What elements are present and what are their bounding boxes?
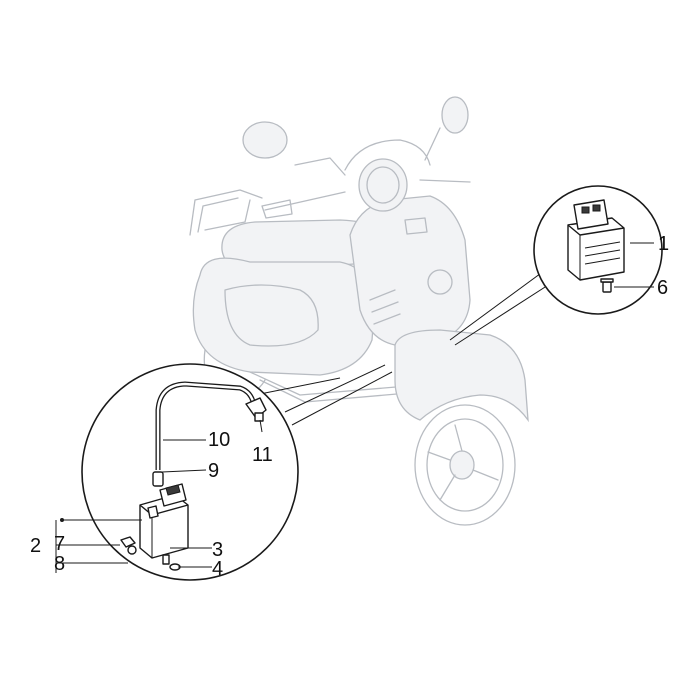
callout-6: 6 [657, 277, 668, 299]
callout-4: 4 [212, 558, 223, 580]
callout-10: 10 [208, 429, 230, 451]
callout-1: 1 [658, 233, 669, 255]
regulator-detail [533, 185, 663, 315]
ht-cable-part [155, 381, 257, 470]
coil-detail-circle [81, 363, 299, 581]
ignition-coil-part [139, 483, 189, 559]
callout-7: 7 [54, 533, 65, 555]
regulator-screw-part [600, 278, 614, 293]
spark-plug-cap-part [245, 397, 267, 422]
detail-leaders [254, 267, 557, 426]
callout-3: 3 [212, 539, 223, 561]
cable-cap-part [152, 471, 164, 487]
callout-2: 2 [30, 535, 41, 557]
voltage-regulator-part [567, 199, 625, 281]
callout-9: 9 [208, 460, 219, 482]
callout-11: 11 [252, 444, 273, 466]
group-bracket [55, 518, 142, 573]
coil-detail [81, 363, 299, 581]
coil-nut-part [120, 536, 137, 555]
callout-8: 8 [54, 553, 65, 575]
scooter-outline [189, 96, 529, 526]
